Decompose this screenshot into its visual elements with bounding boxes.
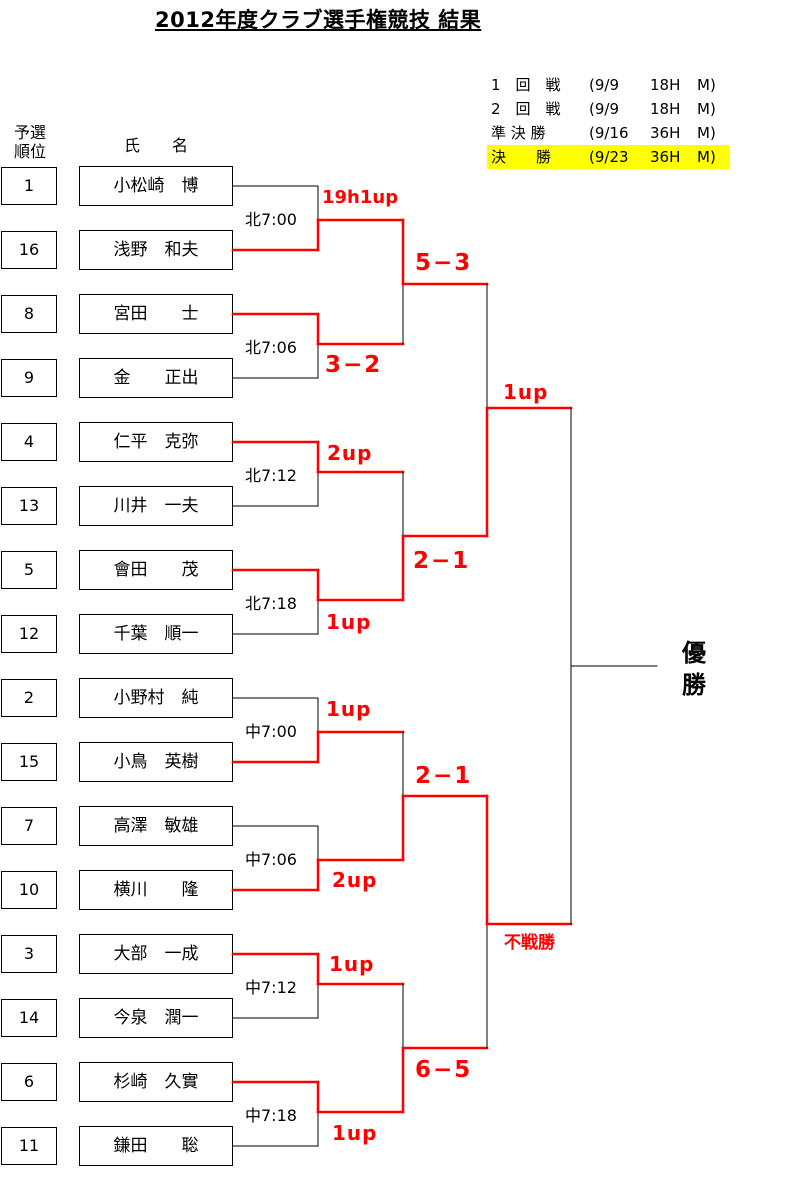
seed-rank: 10 [1,871,57,909]
schedule-m: M) [697,76,716,94]
seed-rank: 3 [1,935,57,973]
match-result: 1up [326,610,372,634]
tee-time: 中7:18 [245,1106,297,1125]
schedule-m: M) [697,124,716,142]
match-result: 3−2 [325,352,383,378]
schedule-holes: 18H [650,100,681,118]
player-name: 小野村 純 [79,678,233,718]
match-result: 2up [327,441,373,465]
match-result: 2up [332,868,378,892]
match-result: 1up [332,1121,378,1145]
player-name: 小鳥 英樹 [79,742,233,782]
schedule-date: (9/23 [589,148,629,166]
schedule-row: 準 決 勝 (9/16 36H M) [487,121,730,145]
tee-time: 北7:18 [245,594,297,613]
seed-rank: 14 [1,999,57,1037]
schedule-holes: 18H [650,76,681,94]
tee-time: 中7:00 [245,722,297,741]
seed-rank: 16 [1,231,57,269]
winner-label: 優 勝 [682,639,706,699]
player-name: 浅野 和夫 [79,230,233,270]
match-result: 1up [329,952,375,976]
schedule-round: 2 回 戦 [491,100,561,118]
schedule-date: (9/9 [589,76,619,94]
player-name: 大部 一成 [79,934,233,974]
tee-time: 中7:12 [245,978,297,997]
schedule-row: 1 回 戦 (9/9 18H M) [487,73,730,97]
page-title: 2012年度クラブ選手権競技 結果 [155,8,482,32]
tee-time: 中7:06 [245,850,297,869]
player-name: 鎌田 聡 [79,1126,233,1166]
schedule-row: 決 勝 (9/23 36H M) [487,145,730,169]
match-result: 2−1 [413,548,471,574]
match-result: 2−1 [415,763,473,789]
schedule-date: (9/16 [589,124,629,142]
schedule-row: 2 回 戦 (9/9 18H M) [487,97,730,121]
seed-rank: 7 [1,807,57,845]
player-name: 川井 一夫 [79,486,233,526]
match-result: 19h1up [322,187,399,208]
seed-rank: 4 [1,423,57,461]
match-result: 6−5 [415,1057,473,1083]
match-result: 不戦勝 [504,933,555,953]
tee-time: 北7:00 [245,210,297,229]
seed-rank: 9 [1,359,57,397]
seed-rank: 15 [1,743,57,781]
schedule-holes: 36H [650,148,681,166]
seed-rank: 1 [1,167,57,205]
seed-rank: 11 [1,1127,57,1165]
schedule-m: M) [697,100,716,118]
schedule-round: 決 勝 [491,148,552,166]
seed-rank: 12 [1,615,57,653]
match-result: 1up [503,380,549,404]
schedule-date: (9/9 [589,100,619,118]
rank-header: 予選 順位 [13,123,46,161]
match-result: 5−3 [415,250,473,276]
match-result: 1up [326,697,372,721]
seed-rank: 8 [1,295,57,333]
seed-rank: 6 [1,1063,57,1101]
tee-time: 北7:06 [245,338,297,357]
seed-rank: 13 [1,487,57,525]
seed-rank: 2 [1,679,57,717]
player-name: 宮田 士 [79,294,233,334]
name-header: 氏 名 [123,136,188,155]
player-name: 千葉 順一 [79,614,233,654]
schedule-round: 準 決 勝 [491,124,546,142]
player-name: 會田 茂 [79,550,233,590]
schedule-round: 1 回 戦 [491,76,561,94]
schedule-holes: 36H [650,124,681,142]
tee-time: 北7:12 [245,466,297,485]
seed-rank: 5 [1,551,57,589]
schedule-m: M) [697,148,716,166]
player-name: 金 正出 [79,358,233,398]
